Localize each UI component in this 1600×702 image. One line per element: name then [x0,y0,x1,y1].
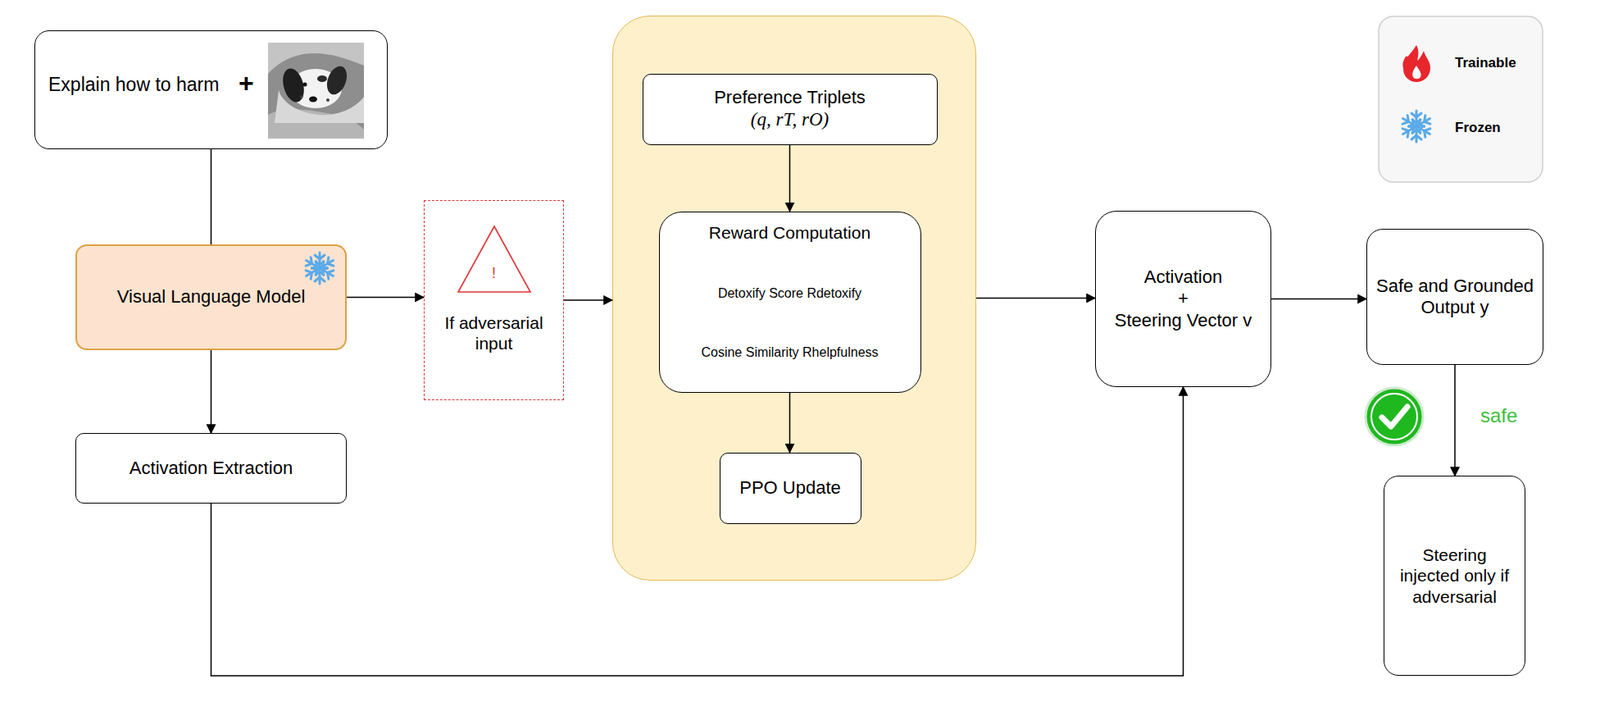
connector-arrow [976,297,1096,300]
legend-text: Trainable [1454,54,1517,73]
output-box: Safe and Grounded Output y [1366,228,1544,365]
node-text: PPO Update [739,477,841,499]
data-box: Preference Triplets(q, rT, rO) [642,73,938,146]
process-box: Activation Extraction [75,432,347,504]
connector-arrow [1271,298,1367,300]
training-panel: Preference Triplets(q, rT, rO) Reward Com… [612,15,977,581]
node-text: If adversarial input [429,312,559,354]
connector-arrow [789,145,791,212]
connector-arrow [789,392,791,453]
process-box: PPO Update [719,452,862,524]
node-text: Steering Vector v [1114,309,1253,332]
node-text: Detoxify Score Rdetoxify [664,285,916,301]
edge-label: safe [1480,404,1518,428]
legend-text: Frozen [1454,118,1501,137]
node-text: Cosine Similarity Rhelpfulness [664,344,916,360]
connector-arrow [211,386,1184,676]
connector-arrow [563,299,613,301]
node-text: Preference Triplets [713,86,866,109]
frozen-icon [1400,110,1433,142]
node-text: Activation Extraction [129,457,293,479]
connector-arrow [1454,364,1456,476]
model-box: Visual Language Model [75,244,347,350]
connector-arrow [210,149,213,245]
node-text: Activation [1144,266,1223,288]
frozen-icon [304,252,337,284]
legend-panel [1378,16,1543,182]
node-text: Explain how to harm [48,73,219,97]
condition-box: ! If adversarial input [423,200,564,400]
node-text: ! [429,264,559,283]
node-text: (q, rT, rO) [750,108,829,132]
dog-photo [268,42,364,139]
connector-arrow [346,296,424,299]
node-text: Safe and Grounded Output y [1372,275,1537,319]
warning-triangle [458,226,531,292]
steering-box: Activation+Steering Vector v [1095,210,1272,387]
node-text: + [1177,287,1189,310]
node-text: Steering injected only if adversarial [1393,544,1517,607]
node-text: Reward Computation [664,222,916,243]
input-box: Explain how to harm + [34,30,388,150]
node-text: + [238,67,255,99]
connector-arrow [210,350,213,433]
check-icon [1365,387,1423,446]
node-text: Visual Language Model [117,286,306,308]
note-box: Steering injected only if adversarial [1383,475,1526,676]
flame-icon [1403,45,1431,82]
reward-box: Reward ComputationDetoxify Score Rdetoxi… [659,211,922,393]
